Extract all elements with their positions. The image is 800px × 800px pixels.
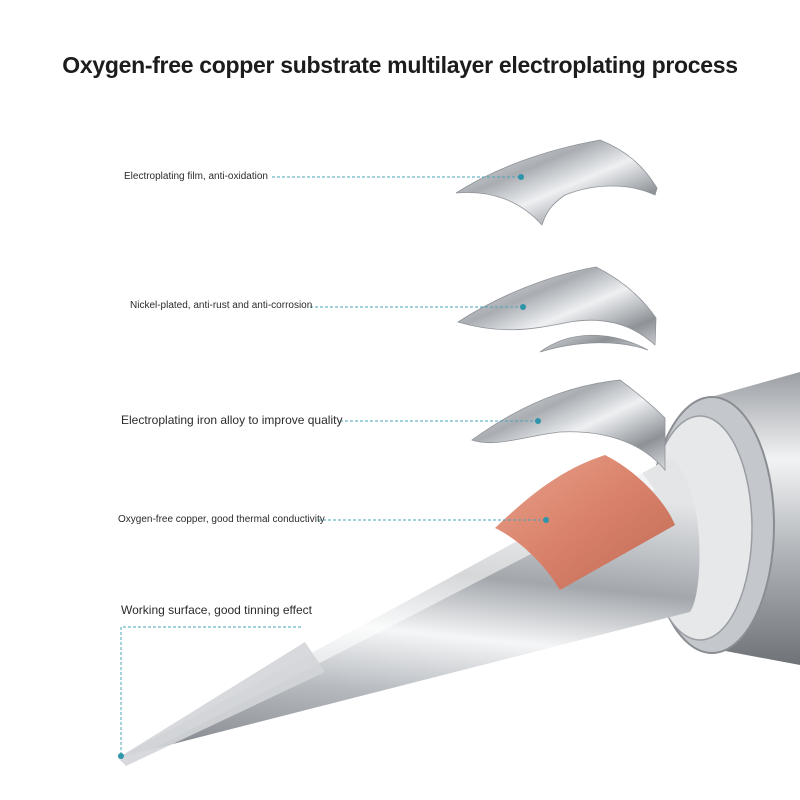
label-iron: Electroplating iron alloy to improve qua…: [121, 413, 343, 427]
leader-surface-dot: [118, 753, 124, 759]
label-nickel: Nickel-plated, anti-rust and anti-corros…: [130, 300, 313, 311]
leader-copper-dot: [543, 517, 549, 523]
leader-iron-dot: [535, 418, 541, 424]
copper-core: [495, 455, 675, 590]
diagram-title: Oxygen-free copper substrate multilayer …: [62, 52, 738, 78]
film-shell: [455, 139, 658, 226]
label-copper: Oxygen-free copper, good thermal conduct…: [118, 514, 325, 525]
leader-nickel-dot: [520, 304, 526, 310]
nickel-shell: [457, 266, 657, 353]
label-working-surface: Working surface, good tinning effect: [121, 603, 313, 617]
label-film: Electroplating film, anti-oxidation: [124, 171, 268, 182]
leader-surface: [120, 626, 301, 755]
leader-film-dot: [518, 174, 524, 180]
iron-alloy-shell: [471, 379, 666, 472]
